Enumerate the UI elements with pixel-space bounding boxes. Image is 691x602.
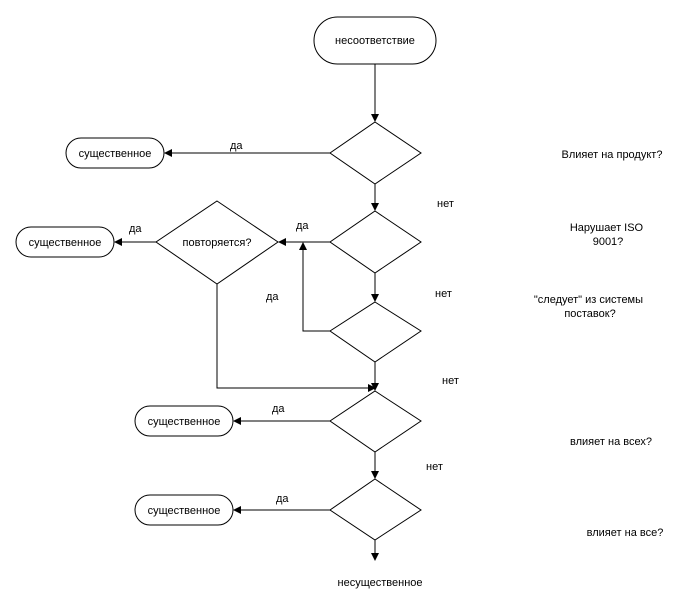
outcome-terminal [134,405,234,437]
decision-repeats [155,200,279,285]
repeat-label: повторяется? [183,237,252,249]
start-terminal [313,16,437,65]
outcome-terminal [15,226,115,258]
decision-supply-system [329,301,422,363]
connectors [122,64,376,553]
outcome-terminal [65,137,165,169]
arrowhead-right [368,384,376,392]
decision-affects-everything [329,478,422,541]
arrowhead-left [278,238,286,246]
connector-d3-yes-loop [302,250,330,332]
question-violates-iso-line2: 9001? [593,236,624,248]
outcome-label: существенное [148,505,221,517]
decision-affects-product [329,121,422,185]
question-violates-iso-line1: Нарушает ISO [570,222,644,234]
connector-repeat-no [216,284,368,389]
question-supply-system-line1: "следует" из системы [534,294,643,306]
question-affects-product: Влияет на продукт? [562,149,663,161]
outcome-label: существенное [148,416,221,428]
no-label: нет [437,198,454,210]
arrowhead-left [233,417,241,425]
outcome-label: существенное [79,148,152,160]
arrowhead-down [371,471,379,479]
question-affects-everything: влияет на все? [587,527,664,539]
decision-affects-everyone [329,390,422,453]
arrowhead-left [164,149,172,157]
decision-violates-iso [329,210,422,274]
start-label: несоответствие [335,35,415,47]
no-label: нет [442,375,459,387]
no-label: нет [435,288,452,300]
arrowhead-down [371,383,379,391]
yes-label: да [272,403,285,415]
arrowheads [114,114,379,561]
question-supply-system: "следует" из системы поставок? [534,294,646,320]
end-label: несущественное [338,577,423,589]
question-supply-system-line2: поставок? [564,308,615,320]
arrowhead-left [233,506,241,514]
arrowhead-left [114,238,122,246]
yes-label: да [266,291,279,303]
yes-label: да [296,220,309,232]
arrowhead-down [371,203,379,211]
no-label: нет [426,461,443,473]
arrowhead-down [371,553,379,561]
arrowhead-down [371,294,379,302]
yes-label: да [129,223,142,235]
outcome-label: существенное [29,237,102,249]
yes-label: да [230,140,243,152]
arrowhead-down [371,114,379,122]
arrowhead-up [299,242,307,250]
outcome-terminal [134,494,234,526]
question-affects-everyone: влияет на всех? [570,436,652,448]
question-violates-iso: Нарушает ISO 9001? [570,222,646,248]
yes-label: да [276,493,289,505]
